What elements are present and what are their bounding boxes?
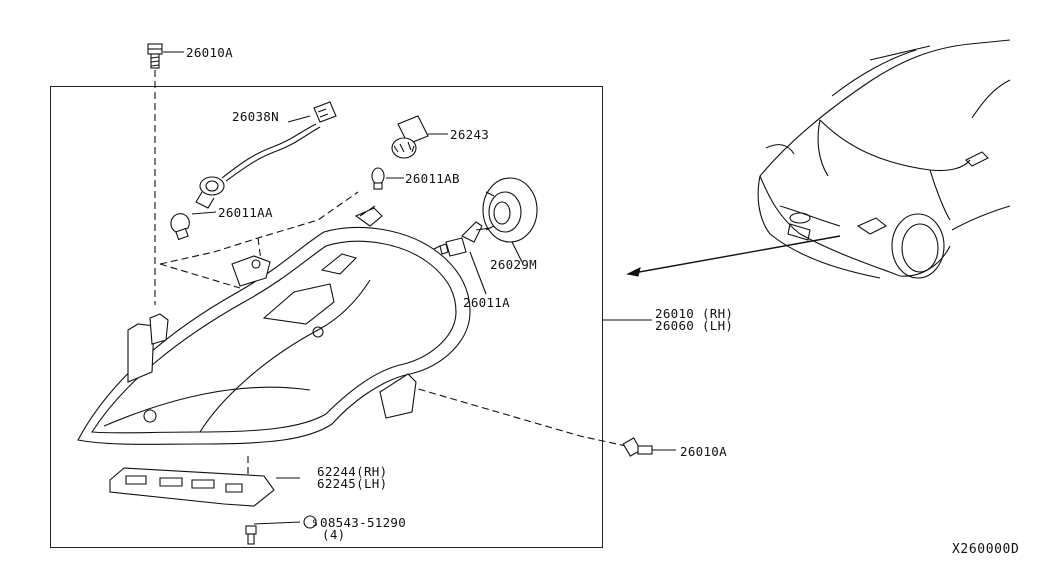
screw-symbol-letter: S	[312, 519, 317, 529]
screw-symbol-circle	[303, 515, 317, 529]
socket-icon[interactable]	[391, 115, 429, 159]
label-bolt-top[interactable]: 26010A	[186, 45, 233, 60]
label-socket[interactable]: 26243	[450, 127, 490, 142]
small-bulb-left-icon[interactable]	[170, 213, 190, 241]
harness-icon[interactable]	[195, 101, 337, 209]
leader-bulb-left	[191, 211, 217, 215]
diagram-code: X260000D	[952, 542, 1020, 557]
leader-cap	[511, 241, 523, 263]
small-bulb-right-icon[interactable]	[371, 167, 385, 190]
label-bracket-rh[interactable]: 62244(RH)	[317, 464, 388, 479]
label-harness[interactable]: 26038N	[232, 109, 279, 124]
bolt-top-icon[interactable]	[147, 43, 163, 69]
label-cap[interactable]: 26029M	[490, 257, 537, 272]
bolt-right-icon[interactable]	[622, 437, 653, 457]
label-assy-rh[interactable]: 26010 (RH)	[655, 306, 734, 321]
label-screw-qty: (4)	[322, 527, 346, 542]
label-assy-lh[interactable]: 26060 (LH)	[655, 318, 734, 333]
label-screw[interactable]: 08543-51290	[320, 515, 407, 530]
label-bulb-right[interactable]: 26011AB	[405, 171, 460, 186]
headlamp-housing[interactable]	[77, 207, 471, 445]
label-main-bulb[interactable]: 26011A	[463, 295, 510, 310]
cap-icon[interactable]	[482, 177, 538, 243]
label-bolt-right[interactable]: 26010A	[680, 444, 727, 459]
label-bulb-left[interactable]: 26011AA	[218, 205, 273, 220]
headlamp-assembly-frame	[50, 86, 603, 548]
vehicle-location-illustration	[626, 39, 1011, 279]
label-bracket-lh[interactable]: 62245(LH)	[317, 476, 388, 491]
leader-main-bulb	[469, 251, 487, 295]
leader-screw	[253, 521, 301, 525]
leader-harness	[287, 115, 311, 123]
screw-icon[interactable]	[245, 525, 257, 545]
bracket-icon[interactable]	[109, 467, 275, 507]
main-bulb-icon[interactable]	[439, 221, 491, 257]
